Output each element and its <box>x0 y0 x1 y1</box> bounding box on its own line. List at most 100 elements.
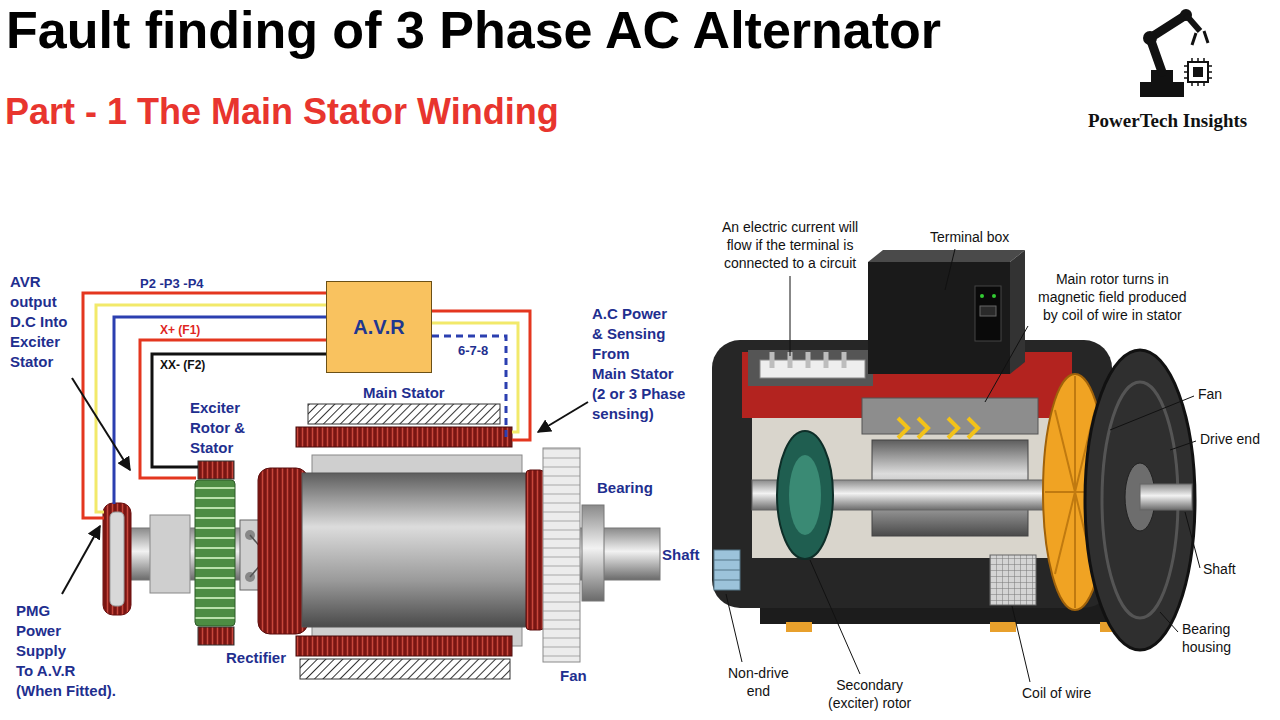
subtitle: Part - 1 The Main Stator Winding <box>5 90 559 134</box>
robot-logo <box>1143 31 1157 45</box>
schematic <box>300 659 510 679</box>
text-line: sensing) <box>592 404 685 424</box>
robot-logo <box>1192 31 1208 45</box>
alternator-cutaway <box>990 555 1036 605</box>
text-line: connected to a circuit <box>722 254 858 272</box>
alternator-cutaway <box>862 398 1038 434</box>
text-line: A.C Power <box>592 304 685 324</box>
wiring <box>114 317 326 504</box>
alternator-cutaway <box>975 286 1001 341</box>
callout-text: Bearing housing <box>1182 620 1231 656</box>
robot-logo <box>1140 9 1212 97</box>
wire-label: X+ (F1) <box>160 323 200 338</box>
pointer-arrow <box>538 402 588 432</box>
text-line: (When Fitted). <box>16 681 116 701</box>
alternator-cutaway <box>714 550 740 590</box>
wire-label: P2 -P3 -P4 <box>140 276 204 292</box>
text-line: D.C Into <box>10 312 68 332</box>
text-line: Main rotor turns in <box>1038 270 1187 288</box>
schematic <box>198 627 234 645</box>
alternator-cutaway <box>712 250 1195 650</box>
text-line: Non-drive <box>728 664 789 682</box>
alternator-cutaway <box>1010 250 1025 374</box>
schematic <box>150 515 190 593</box>
schematic <box>582 505 604 601</box>
callout-text: An electric current will flow if the ter… <box>722 218 858 272</box>
alternator-cutaway <box>772 352 844 368</box>
callout-text: Shaft <box>1203 560 1236 578</box>
text-line: & Sensing <box>592 324 685 344</box>
wire-label: 6-7-8 <box>458 343 488 359</box>
text-line: housing <box>1182 638 1231 656</box>
leader-line <box>985 326 1028 402</box>
schematic <box>110 512 124 606</box>
text-line: An electric current will <box>722 218 858 236</box>
text-line: Supply <box>16 641 116 661</box>
alternator-cutaway <box>1085 350 1195 650</box>
alternator-cutaway <box>1140 484 1192 510</box>
text-line: AVR <box>10 272 68 292</box>
callout-text: Drive end <box>1200 430 1260 448</box>
wire-label: XX- (F2) <box>160 358 205 373</box>
alternator-cutaway <box>748 350 873 386</box>
part-label: AVR output D.C Into Exciter Stator <box>10 272 68 372</box>
schematic <box>103 503 131 615</box>
robot-logo <box>1186 15 1200 31</box>
wiring <box>432 311 530 440</box>
part-label: Exciter Rotor & Stator <box>190 398 245 458</box>
text-line: (2 or 3 Phase <box>592 384 685 404</box>
callout-text: Main rotor turns in magnetic field produ… <box>1038 270 1187 324</box>
callout-text: Secondary (exciter) rotor <box>828 676 911 712</box>
wiring <box>152 354 326 467</box>
part-label: Rectifier <box>226 648 286 668</box>
text-line: PMG <box>16 601 116 621</box>
text-line: (exciter) rotor <box>828 694 911 712</box>
pointer-arrow <box>72 378 130 470</box>
text-line: output <box>10 292 68 312</box>
callout-text: Fan <box>1198 385 1222 403</box>
callout-text: Coil of wire <box>1022 684 1091 702</box>
schematic <box>308 404 500 424</box>
alternator-cutaway <box>990 622 1016 632</box>
text-line: Exciter <box>10 332 68 352</box>
alternator-cutaway <box>992 294 996 298</box>
schematic <box>103 404 660 679</box>
alternator-cutaway <box>786 622 812 632</box>
robot-logo <box>1188 62 1208 82</box>
leader-line <box>810 560 860 674</box>
part-label: Bearing <box>597 478 653 498</box>
avr-box: A.V.R <box>326 281 432 373</box>
schematic <box>526 470 544 630</box>
robot-logo <box>1193 67 1203 77</box>
leader-line <box>1110 396 1194 430</box>
robot-logo <box>1140 82 1184 97</box>
text-line: end <box>728 682 789 700</box>
node-text: A.V.R <box>353 316 405 339</box>
schematic <box>195 480 235 626</box>
robot-logo <box>1184 58 1212 86</box>
leader-line <box>1185 512 1200 568</box>
text-line: Bearing <box>1182 620 1231 638</box>
schematic <box>543 448 580 662</box>
leader-line <box>726 594 742 662</box>
alternator-cutaway <box>868 262 1010 374</box>
callout-text: Non-drive end <box>728 664 789 700</box>
leader-line <box>726 249 1200 682</box>
leader-line <box>1160 612 1178 632</box>
robot-logo <box>1150 15 1186 72</box>
text-line: magnetic field produced <box>1038 288 1187 306</box>
schematic <box>296 427 512 447</box>
brand-name: PowerTech Insights <box>1088 109 1247 133</box>
leader-line <box>1012 606 1030 682</box>
leader-line <box>790 276 791 356</box>
alternator-cutaway <box>777 431 833 559</box>
schematic <box>258 468 308 634</box>
text-line: Main Stator <box>592 364 685 384</box>
alternator-cutaway <box>760 360 865 378</box>
text-line: Power <box>16 621 116 641</box>
part-label: Shaft <box>662 545 700 565</box>
part-label: Fan <box>560 666 587 686</box>
leader-line <box>1170 441 1196 450</box>
callout-text: Terminal box <box>930 228 1009 246</box>
